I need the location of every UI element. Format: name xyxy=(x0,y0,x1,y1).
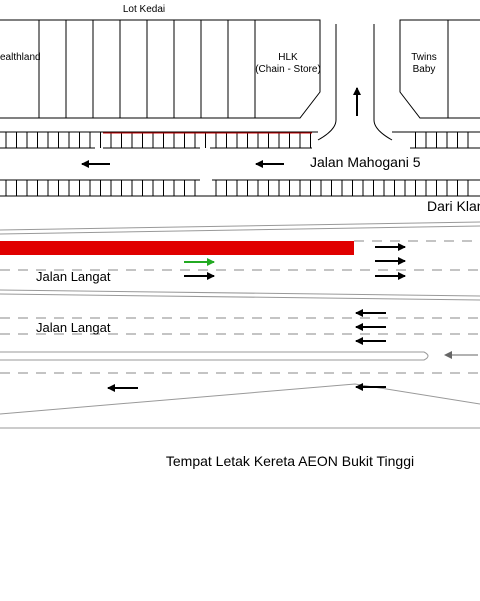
parking-area-highlight xyxy=(0,241,354,255)
shop-label-hlk-2: (Chain - Store) xyxy=(255,64,321,75)
shop-block-right xyxy=(399,19,480,119)
shop-block-left xyxy=(0,19,321,119)
shop-label-hlk-1: HLK xyxy=(278,52,298,63)
road-edges xyxy=(0,221,480,429)
shop-label-twins-1: Twins xyxy=(411,52,437,63)
lane-markings xyxy=(0,240,480,374)
shop-label-left: ealthland xyxy=(0,52,41,63)
parking-row-lower xyxy=(0,179,480,197)
map-caption: Tempat Letak Kereta AEON Bukit Tinggi xyxy=(166,453,414,469)
road-label-langat-lower: Jalan Langat xyxy=(36,320,111,335)
parking-row-upper xyxy=(0,131,480,149)
road-label-mahogani: Jalan Mahogani 5 xyxy=(310,154,421,170)
entrance-road xyxy=(317,24,393,141)
shops-row-label: Lot Kedai xyxy=(123,4,165,15)
road-label-langat-upper: Jalan Langat xyxy=(36,269,111,284)
from-klang-label: Dari Klang xyxy=(427,198,480,214)
parking-stalls-lower xyxy=(5,180,469,196)
shop-label-twins-2: Baby xyxy=(413,64,436,75)
parking-stalls-upper xyxy=(5,132,469,148)
